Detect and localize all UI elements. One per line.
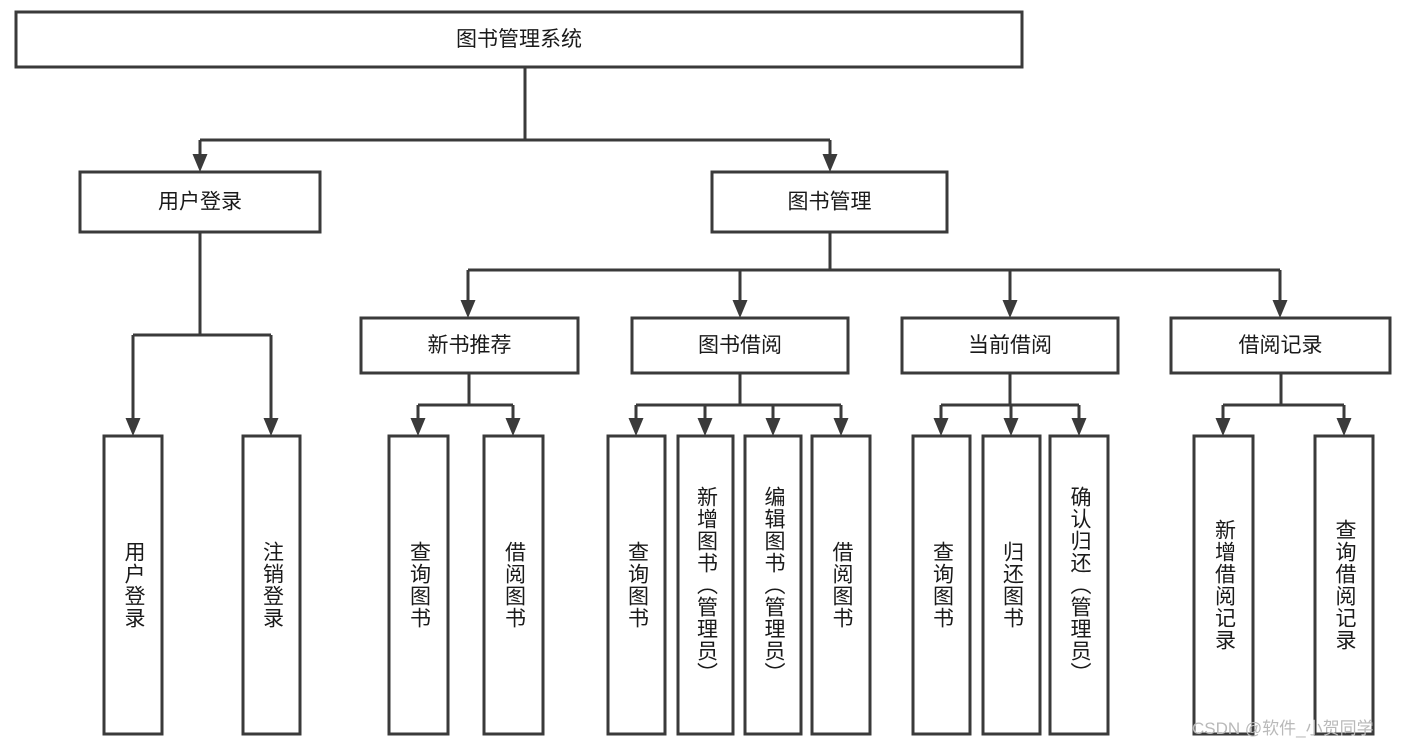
leaf-node-box-8[interactable] xyxy=(911,434,972,736)
group-2-leaf-arrow-0 xyxy=(628,418,644,436)
level3-node-label-3: 借阅记录 xyxy=(1239,334,1323,357)
leaf-node-box-12[interactable] xyxy=(1313,434,1375,736)
level3-node-box-1[interactable] xyxy=(630,316,850,375)
group-1-leaf-arrow-1 xyxy=(505,418,521,436)
leaf-node-box-11[interactable] xyxy=(1192,434,1255,736)
group-3-leaf-arrow-1 xyxy=(1003,418,1019,436)
leaf-node-box-4[interactable] xyxy=(606,434,667,736)
group-2-leaf-arrow-1 xyxy=(697,418,713,436)
level2-node-box-1[interactable] xyxy=(710,170,949,234)
group-3-leaf-arrow-0 xyxy=(933,418,949,436)
box-layer xyxy=(14,10,1392,736)
level3-node-box-3[interactable] xyxy=(1169,316,1392,375)
group-3-leaf-arrow-2 xyxy=(1071,418,1087,436)
leaf-node-box-2[interactable] xyxy=(387,434,450,736)
leaf-node-box-9[interactable] xyxy=(981,434,1042,736)
root-branch-arrow-0 xyxy=(192,154,208,172)
group-0-leaf-arrow-1 xyxy=(263,418,279,436)
level3-node-box-0[interactable] xyxy=(359,316,580,375)
book-management-branch-arrow-3 xyxy=(1272,300,1288,318)
group-4-leaf-arrow-0 xyxy=(1215,418,1231,436)
watermark-text: CSDN @软件_小贺同学 xyxy=(1192,719,1374,738)
group-0-leaf-arrow-0 xyxy=(125,418,141,436)
level3-node-label-1: 图书借阅 xyxy=(698,334,782,357)
connector-layer xyxy=(125,67,1352,436)
book-management-branch-arrow-0 xyxy=(460,300,476,318)
leaf-node-box-5[interactable] xyxy=(676,434,735,736)
leaf-node-box-10[interactable] xyxy=(1048,434,1110,736)
level3-node-label-2: 当前借阅 xyxy=(968,334,1052,357)
level2-node-box-0[interactable] xyxy=(78,170,322,234)
level3-node-box-2[interactable] xyxy=(900,316,1120,375)
leaf-node-box-0[interactable] xyxy=(102,434,164,736)
leaf-node-box-1[interactable] xyxy=(241,434,302,736)
group-1-leaf-arrow-0 xyxy=(410,418,426,436)
level3-node-label-0: 新书推荐 xyxy=(428,334,512,357)
root-node-box[interactable] xyxy=(14,10,1024,69)
group-2-leaf-arrow-3 xyxy=(833,418,849,436)
book-management-branch-arrow-1 xyxy=(732,300,748,318)
book-management-branch-arrow-2 xyxy=(1002,300,1018,318)
leaf-node-box-3[interactable] xyxy=(482,434,545,736)
leaf-node-box-6[interactable] xyxy=(743,434,803,736)
group-2-leaf-arrow-2 xyxy=(765,418,781,436)
root-node-label: 图书管理系统 xyxy=(456,28,582,51)
level2-node-label-1: 图书管理 xyxy=(788,191,872,214)
root-branch-arrow-1 xyxy=(822,154,838,172)
group-4-leaf-arrow-1 xyxy=(1336,418,1352,436)
leaf-node-box-7[interactable] xyxy=(810,434,872,736)
level2-node-label-0: 用户登录 xyxy=(158,191,242,214)
